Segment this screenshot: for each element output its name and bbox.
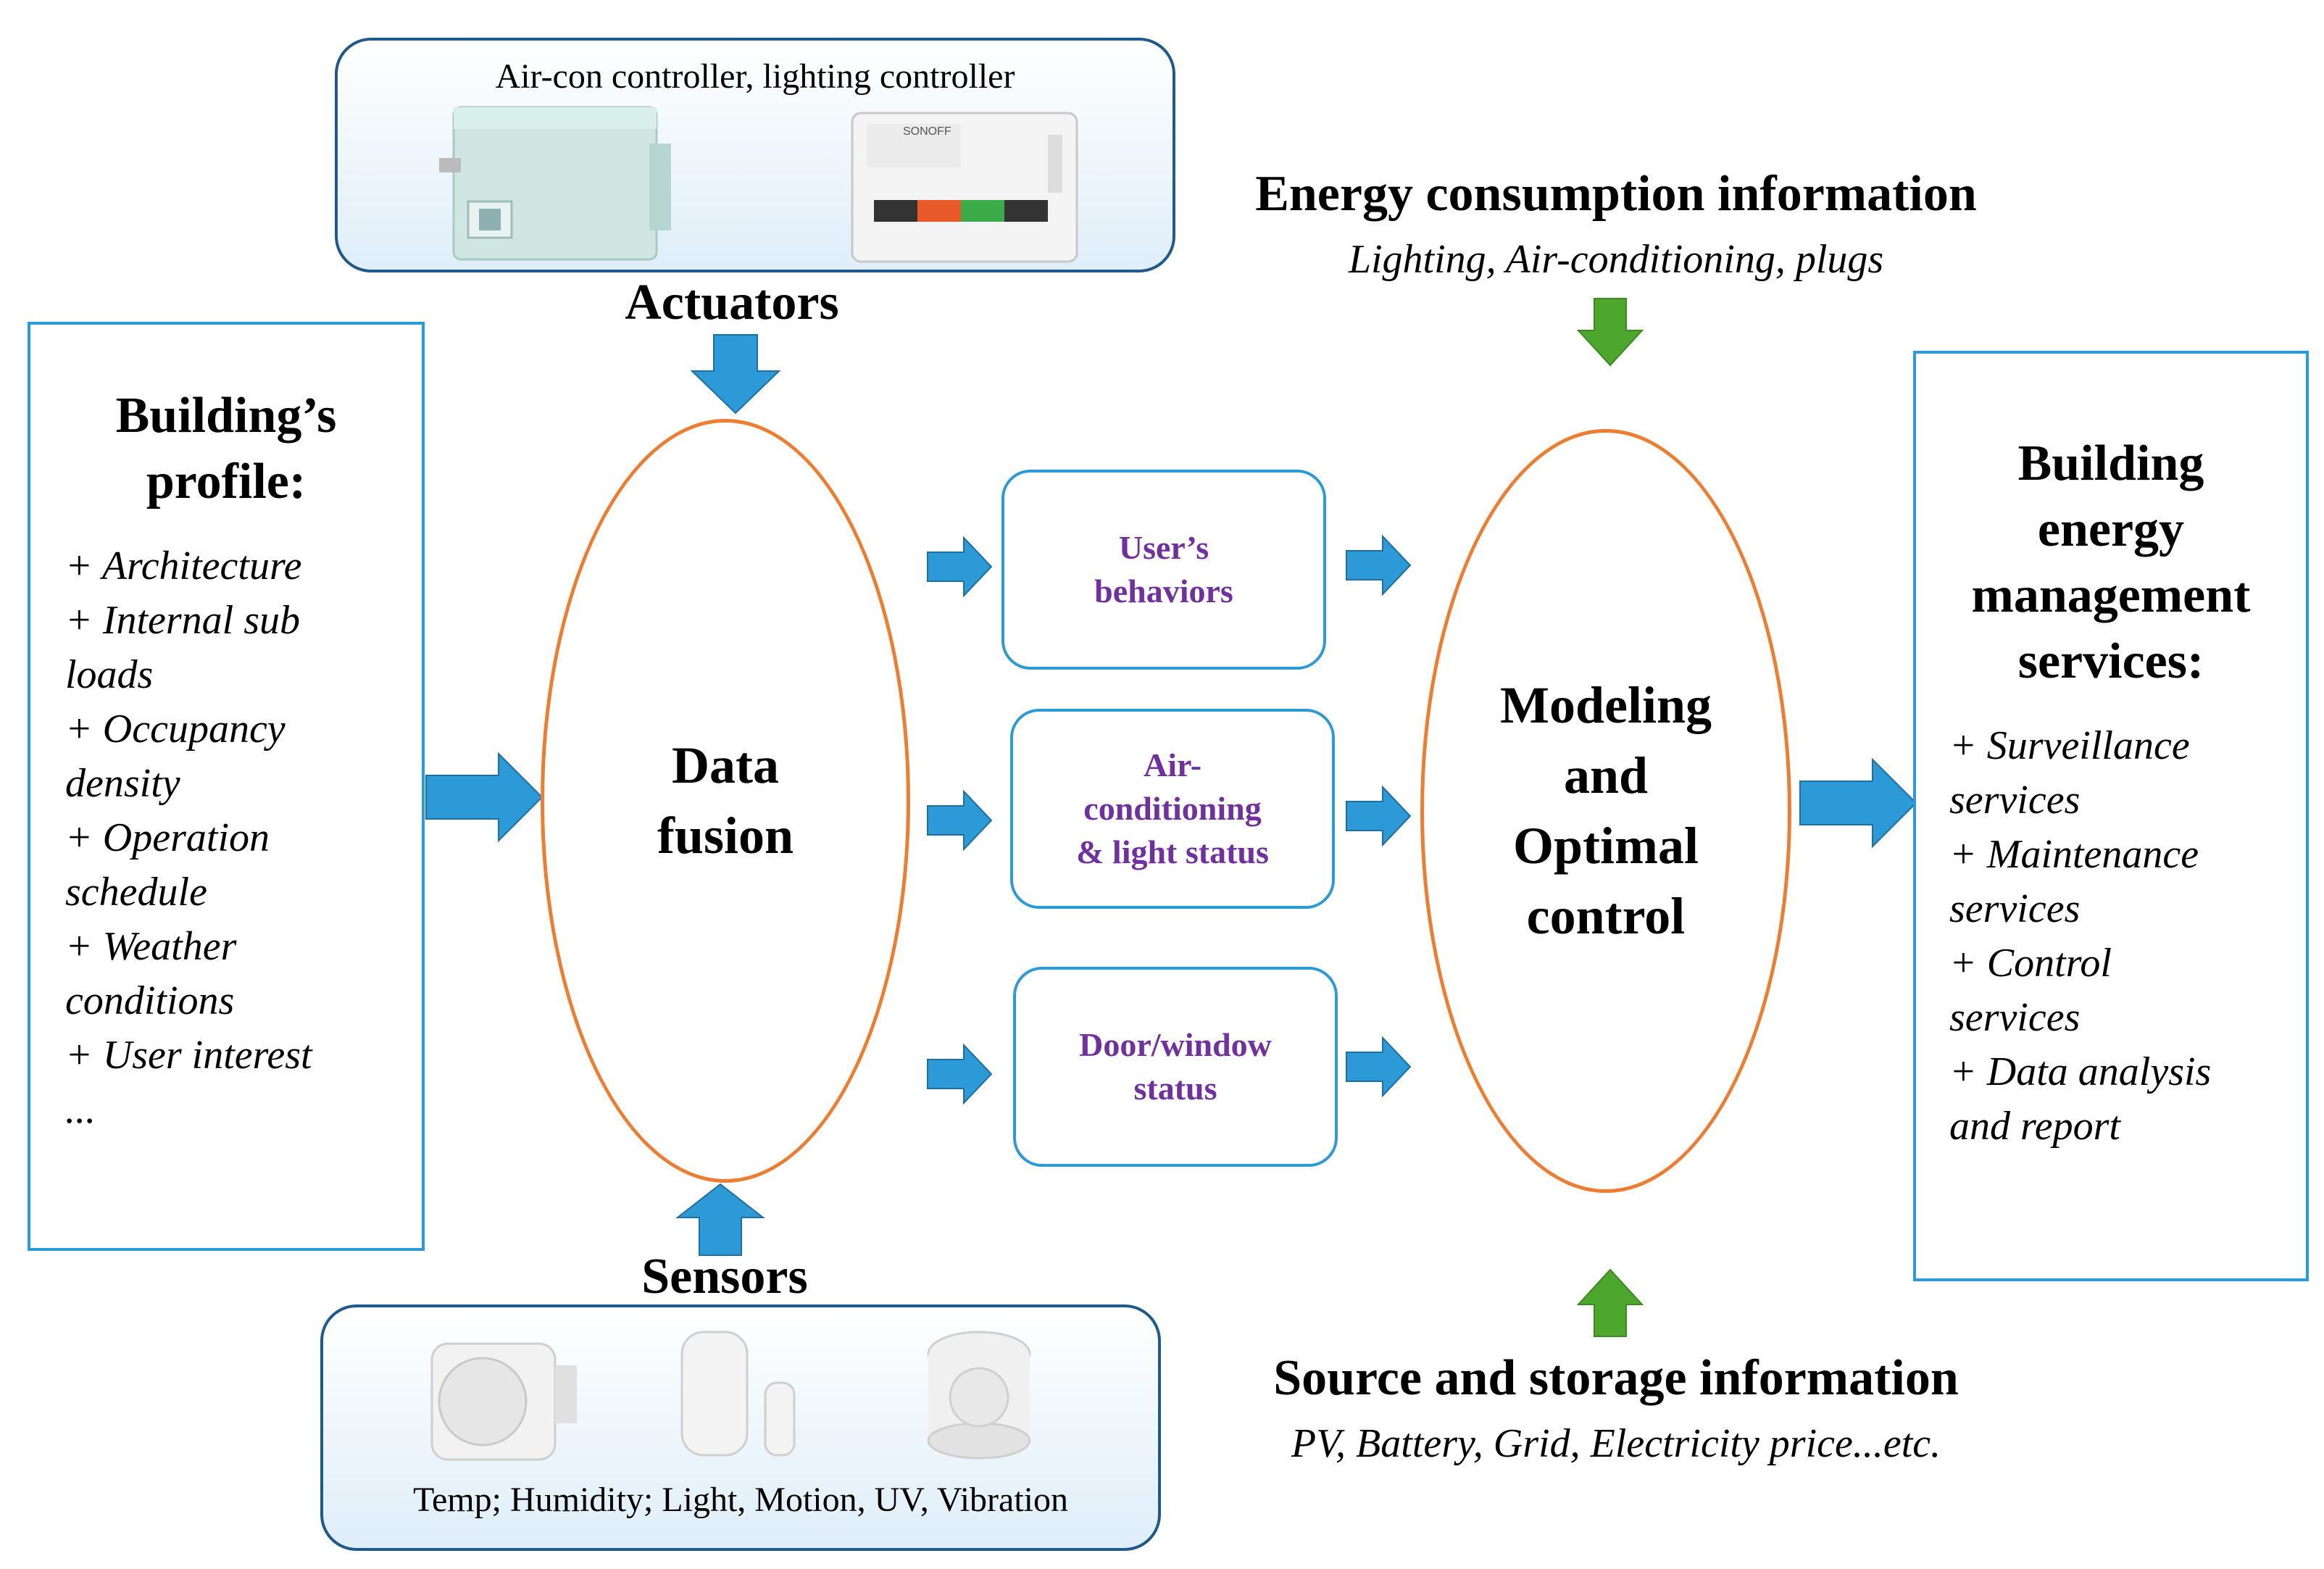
behaviors-to-modeling-arrow — [1346, 534, 1412, 596]
list-item: schedule — [65, 870, 207, 915]
list-item: services — [1949, 995, 2081, 1040]
source-storage-title: Source and storage information — [1273, 1350, 1959, 1406]
fusion-to-aircon-arrow — [927, 789, 993, 852]
door-window-line1: Door/window — [1079, 1026, 1272, 1064]
actuators-down-arrow — [690, 334, 781, 415]
modeling-line4: control — [1526, 887, 1686, 946]
list-item: conditions — [65, 978, 235, 1023]
list-item: + Data analysis — [1949, 1049, 2212, 1094]
list-item: + User interest — [65, 1033, 312, 1078]
aircon-status-line1: Air- — [1143, 746, 1202, 784]
building-profile-title-line2: profile: — [146, 454, 307, 509]
data-fusion-ellipse: Data fusion — [541, 419, 910, 1183]
data-fusion-line1: Data — [672, 736, 779, 794]
modeling-ellipse: Modeling and Optimal control — [1420, 429, 1791, 1193]
source-storage-up-arrow — [1576, 1268, 1644, 1337]
list-item: + Occupancy — [65, 707, 286, 752]
services-box: Building energy management services: + S… — [1913, 351, 2309, 1281]
list-item: ... — [65, 1087, 96, 1132]
list-item: + Weather — [65, 924, 237, 969]
list-item: + Architecture — [65, 544, 302, 588]
data-fusion-line2: fusion — [657, 807, 794, 865]
aircon-status-line2: conditioning — [1083, 790, 1262, 828]
sensors-box: Temp; Humidity; Light, Motion, UV, Vibra… — [320, 1304, 1161, 1551]
list-item: loads — [65, 652, 154, 697]
services-title-line4: services: — [2017, 633, 2204, 689]
list-item: services — [1949, 778, 2081, 823]
building-profile-list: + Architecture + Internal sub loads + Oc… — [65, 539, 413, 1137]
building-profile-box: Building’s profile: + Architecture + Int… — [28, 322, 425, 1251]
door-to-modeling-arrow — [1346, 1036, 1412, 1098]
sensors-up-arrow — [675, 1183, 765, 1256]
list-item: + Control — [1949, 941, 2112, 986]
modeling-line1: Modeling — [1499, 675, 1712, 734]
aircon-status-line3: & light status — [1076, 833, 1269, 870]
list-item: services — [1949, 886, 2081, 931]
fusion-to-door-arrow — [927, 1043, 993, 1105]
door-window-sensor-image — [680, 1331, 796, 1457]
aircon-controller-image — [439, 106, 671, 261]
building-profile-title-line1: Building’s — [115, 388, 337, 444]
users-behaviors-line1: User’s — [1118, 529, 1209, 567]
list-item: + Surveillance — [1949, 723, 2190, 768]
pir-sensor-image — [927, 1331, 1031, 1460]
modeling-line2: and — [1563, 746, 1649, 804]
modeling-line3: Optimal — [1512, 817, 1699, 875]
energy-consumption-title: Energy consumption information — [1255, 166, 1977, 222]
list-item: density — [65, 761, 180, 806]
source-storage-subtitle: PV, Battery, Grid, Electricity price...e… — [1291, 1421, 1941, 1466]
aircon-light-status-box: Air- conditioning & light status — [1010, 709, 1335, 909]
door-window-status-box: Door/window status — [1013, 967, 1338, 1167]
building-profile-title: Building’s profile: — [30, 383, 422, 515]
aircon-to-modeling-arrow — [1346, 785, 1412, 847]
sensors-label: Sensors — [641, 1249, 808, 1304]
modeling-to-services-arrow — [1799, 757, 1917, 849]
energy-consumption-subtitle: Lighting, Air-conditioning, plugs — [1348, 237, 1884, 282]
fusion-to-behaviors-arrow — [927, 536, 993, 598]
list-item: + Maintenance — [1949, 832, 2199, 877]
services-list: + Surveillance services + Maintenance se… — [1949, 719, 2304, 1154]
actuators-label: Actuators — [625, 275, 839, 330]
list-item: + Internal sub — [65, 598, 300, 643]
services-title-line1: Building — [2017, 436, 2204, 491]
actuators-box: Air-con controller, lighting controller … — [335, 38, 1175, 272]
services-title: Building energy management services: — [1916, 430, 2306, 694]
lighting-controller-image: SONOFF — [851, 112, 1078, 263]
sonoff-logo: SONOFF — [903, 125, 951, 138]
services-title-line3: management — [1971, 567, 2251, 623]
sensors-box-caption: Temp; Humidity; Light, Motion, UV, Vibra… — [413, 1481, 1068, 1519]
door-window-line2: status — [1133, 1070, 1217, 1107]
motion-sensor-image — [430, 1342, 577, 1461]
services-title-line2: energy — [2037, 502, 2185, 557]
list-item: and report — [1949, 1104, 2120, 1149]
users-behaviors-line2: behaviors — [1094, 573, 1233, 609]
users-behaviors-box: User’s behaviors — [1001, 470, 1326, 670]
energy-consumption-down-arrow — [1576, 298, 1644, 367]
actuators-box-caption: Air-con controller, lighting controller — [495, 57, 1015, 96]
profile-to-fusion-arrow — [425, 752, 543, 843]
list-item: + Operation — [65, 815, 270, 860]
